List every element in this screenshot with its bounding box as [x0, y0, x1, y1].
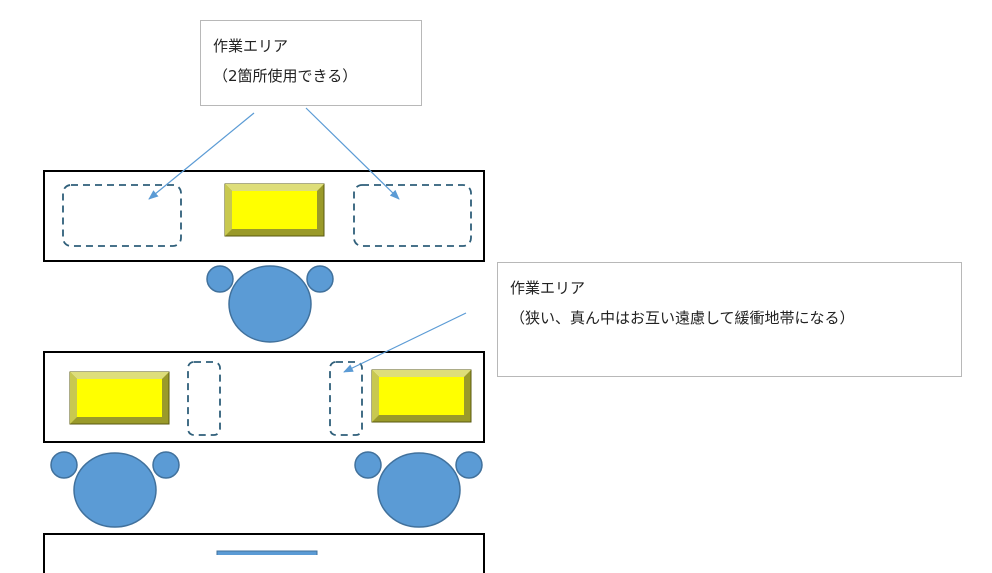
layout-diagram	[50, 107, 483, 555]
callout-note: （2箇所使用できる）	[213, 67, 358, 85]
monitor-1	[224, 183, 325, 237]
arrow-to-work-area-2b	[343, 312, 467, 373]
arrow-to-work-area-1a	[148, 112, 255, 200]
chair-3	[354, 451, 483, 528]
work-area-2a	[187, 361, 221, 436]
monitor-2	[69, 371, 170, 425]
arrow-to-work-area-1b	[305, 107, 400, 200]
work-area-1b	[353, 184, 472, 247]
callout-title: 作業エリア	[510, 279, 586, 297]
monitor-4-partial	[216, 550, 318, 555]
monitor-3	[371, 369, 472, 423]
work-area-1a	[62, 184, 182, 247]
chair-2	[50, 451, 180, 528]
callout-title: 作業エリア	[213, 37, 289, 55]
callout-work-area-top: 作業エリア （2箇所使用できる）	[200, 20, 422, 106]
callout-work-area-narrow: 作業エリア （狭い、真ん中はお互い遠慮して緩衝地帯になる）	[497, 262, 962, 377]
callout-note: （狭い、真ん中はお互い遠慮して緩衝地帯になる）	[510, 309, 855, 327]
work-area-2b	[329, 361, 363, 436]
chair-1	[206, 265, 334, 343]
